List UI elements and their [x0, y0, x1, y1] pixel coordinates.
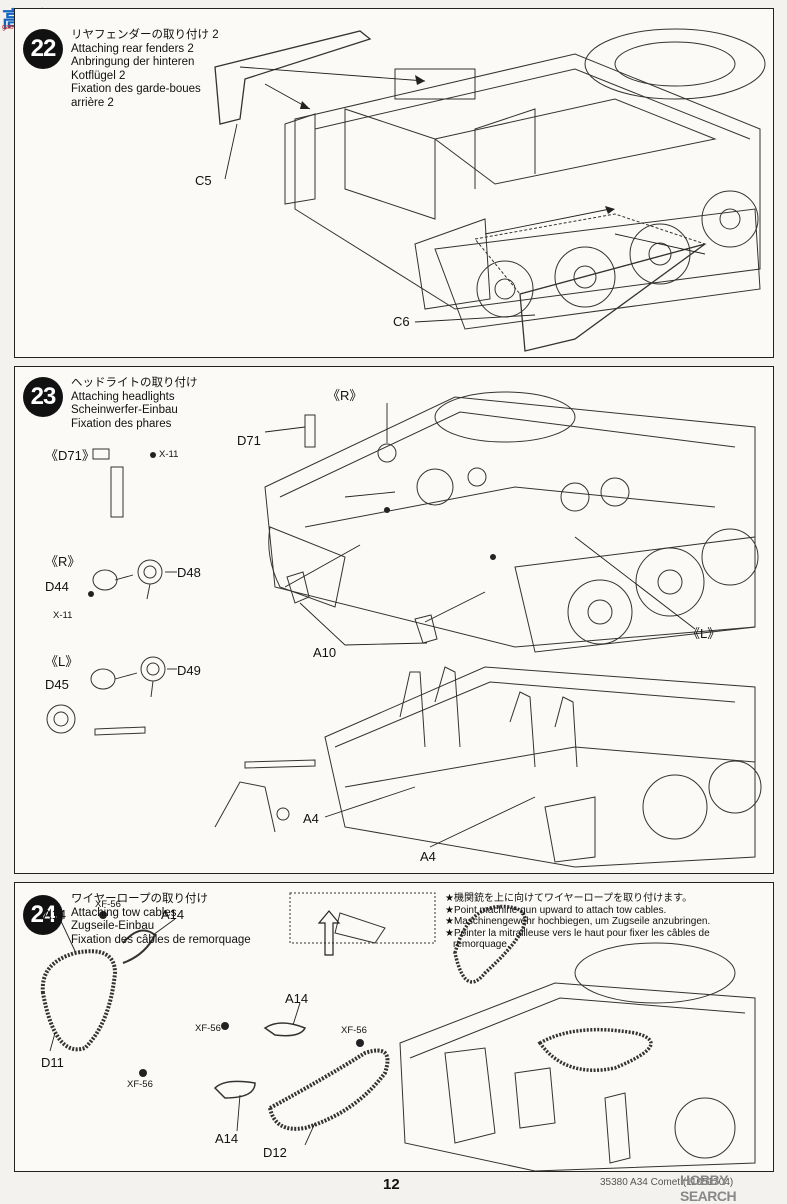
step-22-title-en: Attaching rear fenders 2: [71, 42, 194, 55]
paint-label-x11-b: X-11: [53, 610, 73, 621]
part-label-c6: C6: [393, 314, 410, 329]
step-22-panel: 22 リヤフェンダーの取り付け 2 Attaching rear fenders…: [14, 8, 774, 358]
step-23-panel: 23 ヘッドライトの取り付け Attaching headlights Sche…: [14, 366, 774, 874]
part-label-a4-a: A4: [303, 811, 319, 826]
step-24-note-de: ★Maschinengewehr hochbiegen, um Zugseile…: [445, 916, 711, 927]
step-24-title-de: Zugseile-Einbau: [71, 920, 155, 932]
step-22-title-jp: リヤフェンダーの取り付け 2: [71, 29, 219, 41]
watermark-hobbysearch: HOBBY SEARCH: [680, 1172, 737, 1204]
part-label-a14-b: A14: [161, 907, 185, 922]
page-number: 12: [383, 1176, 400, 1193]
step-22-illustration: [214, 28, 766, 352]
paint-label-x11-a: X-11: [159, 449, 179, 460]
step-24-note-jp: ★機関銃を上に向けてワイヤーロープを取り付けます。: [445, 893, 693, 904]
step-22-titles: リヤフェンダーの取り付け 2 Attaching rear fenders 2 …: [71, 29, 219, 110]
step-24-notes: ★機関銃を上に向けてワイヤーロープを取り付けます。 ★Point machine…: [445, 893, 765, 951]
step-24-panel: 24 ワイヤーロープの取り付け Attaching tow cables Zug…: [14, 882, 774, 1172]
step-22-title-de-2: Kotflügel 2: [71, 69, 126, 82]
part-label-a10: A10: [313, 645, 337, 660]
part-label-c5: C5: [195, 173, 212, 188]
step-23-number: 23: [23, 377, 63, 417]
part-label-d48: D48: [177, 565, 201, 580]
step-23-illustration: [46, 391, 762, 868]
part-label-l-ref-main: 《L》: [687, 626, 721, 641]
part-label-d71-ref: 《D71》: [45, 448, 95, 463]
part-label-a4-b: A4: [420, 849, 436, 864]
part-label-d11: D11: [41, 1055, 64, 1070]
part-label-r-ref: 《R》: [45, 554, 81, 569]
part-label-d44: D44: [45, 579, 69, 594]
step-23-title-jp: ヘッドライトの取り付け: [71, 377, 198, 389]
step-23-title-en: Attaching headlights: [71, 390, 175, 403]
step-23-titles: ヘッドライトの取り付け Attaching headlights Scheinw…: [71, 377, 198, 431]
step-22-number: 22: [23, 29, 63, 69]
step-24-title-fr: Fixation des câbles de remorquage: [71, 933, 251, 946]
part-label-a14-c: A14: [285, 991, 309, 1006]
kit-code: 35380 A34 Comet (11051704): [600, 1177, 734, 1188]
step-24-note-fr-2: remorquage.: [453, 939, 510, 950]
step-22-title-de: Anbringung der hinteren: [71, 56, 195, 68]
step-24-title-jp: ワイヤーロープの取り付け: [71, 893, 208, 905]
step-24-titles: ワイヤーロープの取り付け Attaching tow cables Zugsei…: [71, 893, 251, 947]
step-24-title-en: Attaching tow cables: [71, 906, 177, 919]
part-label-d12: D12: [263, 1145, 287, 1160]
part-label-a14-a: A14: [43, 907, 67, 922]
step-24-number: 24: [23, 895, 63, 935]
part-label-d49: D49: [177, 663, 201, 678]
paint-label-xf56-d: XF-56: [341, 1025, 367, 1036]
part-label-l-ref: 《L》: [45, 654, 79, 669]
step-22-title-fr-2: arrière 2: [71, 96, 114, 109]
part-label-r-ref-main: 《R》: [327, 388, 363, 403]
part-label-d71: D71: [237, 433, 261, 448]
part-label-a14-d: A14: [215, 1131, 239, 1146]
step-24-illustration: [40, 892, 756, 1171]
step-23-title-fr: Fixation des phares: [71, 417, 172, 430]
paint-label-xf56-a: XF-56: [95, 899, 121, 910]
step-22-title-fr: Fixation des garde-boues: [71, 83, 201, 95]
step-23-title-de: Scheinwerfer-Einbau: [71, 404, 178, 416]
part-label-d45: D45: [45, 677, 69, 692]
paint-label-xf56-b: XF-56: [127, 1079, 153, 1090]
step-24-note-fr: ★Pointer la mitrailleuse vers le haut po…: [445, 927, 710, 939]
step-24-note-en: ★Point machine gun upward to attach tow …: [445, 904, 667, 916]
paint-label-xf56-c: XF-56: [195, 1023, 221, 1034]
